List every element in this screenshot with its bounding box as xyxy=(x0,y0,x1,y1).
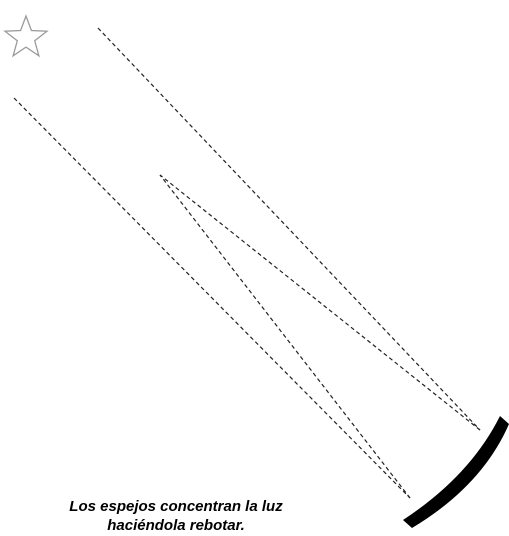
reflected-ray-2 xyxy=(159,174,411,499)
caption-line-2: haciéndola rebotar. xyxy=(107,517,245,534)
curved-mirror-icon xyxy=(403,416,509,528)
star-icon xyxy=(3,14,49,58)
reflected-ray-1 xyxy=(159,174,481,431)
incoming-ray-2 xyxy=(13,97,411,499)
caption-line-1: Los espejos concentran la luz xyxy=(69,498,283,515)
incoming-ray-1 xyxy=(97,27,481,431)
caption: Los espejos concentran la luz haciéndola… xyxy=(0,497,352,535)
